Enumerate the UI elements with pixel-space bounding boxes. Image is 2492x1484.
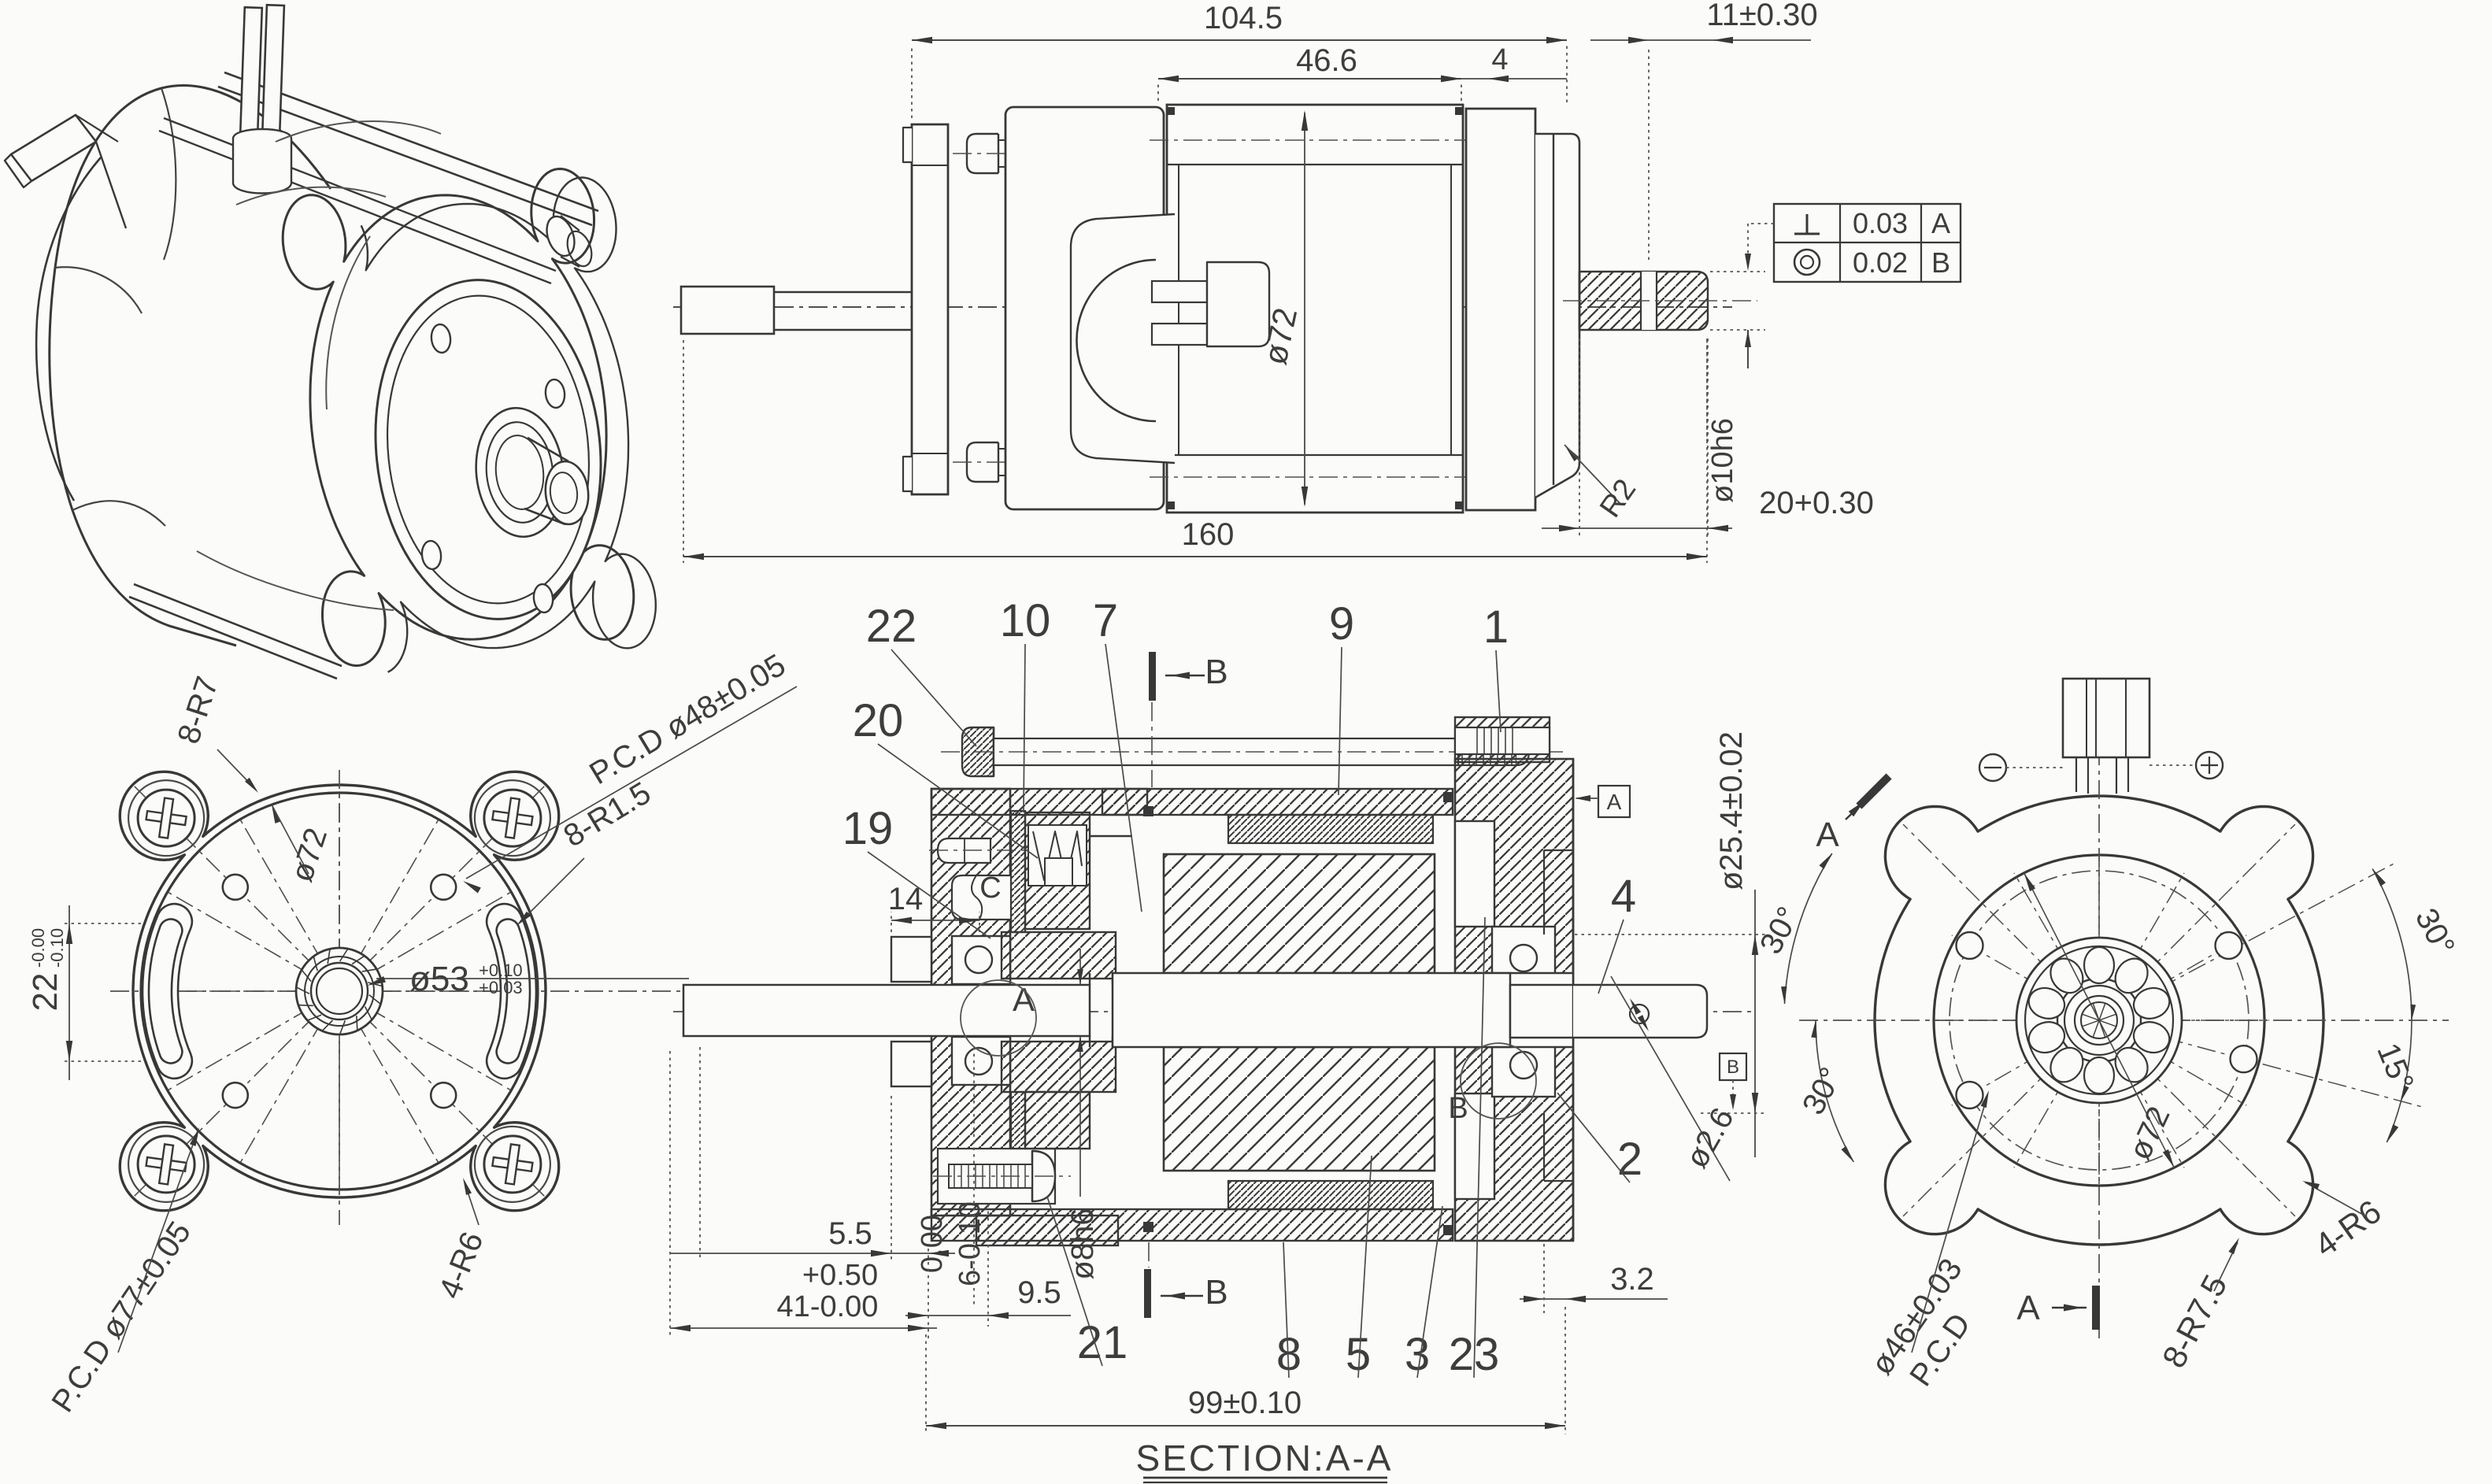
svg-text:A: A bbox=[1607, 790, 1622, 814]
svg-text:0.03: 0.03 bbox=[1853, 207, 1908, 239]
svg-text:20+0.30: 20+0.30 bbox=[1759, 486, 1874, 520]
svg-text:B: B bbox=[1931, 246, 1950, 279]
svg-text:6-0.10: 6-0.10 bbox=[953, 1201, 987, 1286]
svg-text:5.5: 5.5 bbox=[828, 1216, 872, 1251]
svg-text:21: 21 bbox=[1077, 1317, 1128, 1368]
svg-text:-0.00: -0.00 bbox=[28, 928, 48, 968]
svg-text:41-0.00: 41-0.00 bbox=[777, 1290, 879, 1323]
svg-text:3.2: 3.2 bbox=[1610, 1262, 1654, 1297]
svg-text:0.00: 0.00 bbox=[916, 1215, 949, 1273]
svg-text:+0.10: +0.10 bbox=[479, 960, 523, 980]
svg-text:A: A bbox=[2016, 1289, 2040, 1327]
svg-text:A: A bbox=[1816, 816, 1839, 854]
svg-text:104.5: 104.5 bbox=[1204, 1, 1283, 35]
svg-text:22: 22 bbox=[26, 973, 65, 1012]
svg-text:9.5: 9.5 bbox=[1017, 1275, 1061, 1310]
svg-text:14: 14 bbox=[888, 882, 924, 916]
svg-text:ø8h6: ø8h6 bbox=[1065, 1208, 1100, 1279]
svg-text:B: B bbox=[1205, 653, 1227, 691]
svg-text:1: 1 bbox=[1483, 601, 1509, 653]
svg-text:11±0.30: 11±0.30 bbox=[1706, 0, 1817, 32]
svg-text:A: A bbox=[1931, 207, 1950, 239]
svg-text:+0.50: +0.50 bbox=[802, 1259, 878, 1292]
svg-text:4: 4 bbox=[1611, 871, 1636, 922]
svg-text:160: 160 bbox=[1182, 517, 1235, 552]
svg-text:C: C bbox=[979, 872, 1001, 905]
svg-text:20: 20 bbox=[853, 695, 904, 746]
svg-text:B: B bbox=[1205, 1273, 1227, 1312]
svg-text:22: 22 bbox=[866, 601, 917, 652]
svg-text:4: 4 bbox=[1491, 43, 1508, 76]
svg-text:-0.10: -0.10 bbox=[47, 928, 67, 968]
svg-text:9: 9 bbox=[1329, 598, 1354, 649]
svg-text:99±0.10: 99±0.10 bbox=[1188, 1386, 1302, 1420]
svg-text:ø10h6: ø10h6 bbox=[1706, 418, 1739, 503]
svg-text:B: B bbox=[1448, 1092, 1468, 1125]
svg-text:+0.03: +0.03 bbox=[479, 978, 523, 997]
svg-text:SECTION:A-A: SECTION:A-A bbox=[1136, 1438, 1394, 1478]
svg-text:46.6: 46.6 bbox=[1296, 43, 1357, 78]
svg-text:2: 2 bbox=[1617, 1134, 1642, 1185]
svg-text:ø53: ø53 bbox=[409, 960, 469, 998]
svg-text:0.02: 0.02 bbox=[1853, 246, 1908, 279]
svg-text:7: 7 bbox=[1093, 595, 1118, 646]
svg-text:19: 19 bbox=[842, 803, 894, 854]
svg-text:3: 3 bbox=[1405, 1329, 1430, 1380]
svg-text:ø25.4±0.02: ø25.4±0.02 bbox=[1714, 731, 1749, 890]
svg-text:B: B bbox=[1727, 1057, 1739, 1078]
svg-text:10: 10 bbox=[1000, 595, 1051, 646]
